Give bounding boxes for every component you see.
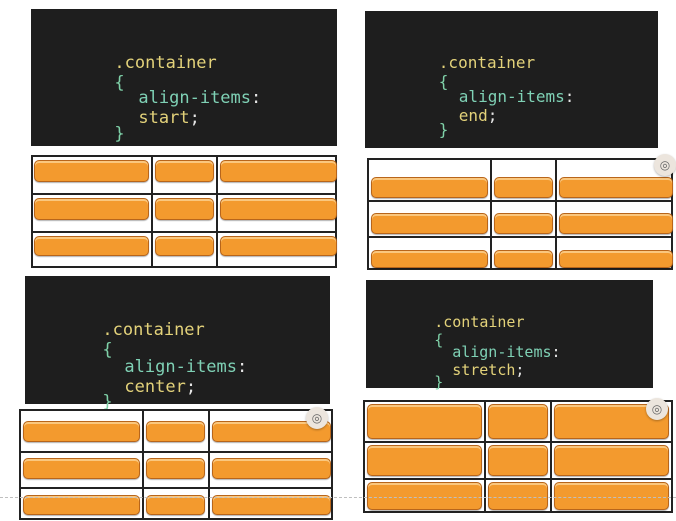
css-property: align-items	[452, 343, 552, 361]
grid-item	[34, 198, 149, 220]
css-property: align-items	[124, 357, 238, 377]
grid-item	[220, 198, 337, 220]
grid-item	[559, 250, 673, 268]
grid-item	[367, 482, 482, 510]
grid-item	[212, 421, 331, 442]
grid-item	[220, 160, 337, 182]
grid-item	[155, 198, 214, 220]
close-brace: }	[434, 373, 444, 391]
grid-item	[23, 495, 140, 515]
grid-item	[146, 495, 205, 515]
open-brace: {	[102, 340, 113, 360]
grid-item	[34, 236, 149, 256]
grid-item	[367, 445, 482, 476]
image-search-icon[interactable]: ◎	[654, 154, 676, 176]
grid-stretch	[363, 400, 673, 513]
grid-item	[488, 404, 548, 439]
grid-item	[559, 213, 673, 234]
close-brace: }	[438, 120, 449, 139]
open-brace: {	[438, 72, 449, 91]
code-block-end: .container { align-items: end; }	[365, 11, 658, 148]
open-brace: {	[114, 73, 125, 93]
css-property: align-items	[458, 87, 565, 106]
css-selector: .container	[434, 313, 525, 331]
grid-item	[155, 236, 214, 256]
code-block-start: .container { align-items: start; }	[31, 9, 337, 146]
close-brace: }	[114, 124, 125, 144]
colon: :	[551, 343, 561, 361]
grid-item	[212, 495, 331, 515]
css-value: center	[124, 377, 186, 397]
grid-item	[554, 445, 669, 476]
grid-item	[146, 421, 205, 442]
semicolon: ;	[487, 106, 498, 125]
semicolon: ;	[189, 108, 200, 128]
grid-item	[34, 160, 149, 182]
grid-item	[559, 177, 673, 198]
grid-item	[212, 458, 331, 479]
css-selector: .container	[438, 53, 536, 72]
colon: :	[237, 357, 248, 377]
grid-item	[494, 177, 553, 198]
grid-item	[488, 445, 548, 476]
image-search-icon[interactable]: ◎	[646, 398, 668, 420]
css-selector: .container	[114, 53, 217, 73]
css-value: end	[458, 106, 488, 125]
colon: :	[251, 88, 262, 108]
css-property: align-items	[138, 88, 252, 108]
css-selector: .container	[102, 320, 205, 340]
code-block-center: .container { align-items: center; }	[25, 276, 330, 412]
grid-item	[367, 404, 482, 439]
grid-item	[494, 250, 553, 268]
semicolon: ;	[515, 361, 525, 379]
grid-item	[23, 458, 140, 479]
grid-item	[494, 213, 553, 234]
grid-item	[155, 160, 214, 182]
css-value: start	[138, 108, 190, 128]
close-brace: }	[102, 392, 113, 412]
grid-item	[23, 421, 140, 442]
image-search-icon[interactable]: ◎	[306, 407, 328, 429]
grid-center	[19, 409, 333, 520]
grid-item	[554, 482, 669, 510]
grid-item	[371, 177, 488, 198]
grid-item	[488, 482, 548, 510]
grid-start	[31, 155, 337, 268]
css-value: stretch	[452, 361, 516, 379]
grid-item	[146, 458, 205, 479]
code-block-stretch: .container { align-items: stretch; }	[366, 280, 653, 391]
colon: :	[564, 87, 575, 106]
grid-item	[371, 213, 488, 234]
semicolon: ;	[185, 377, 197, 397]
open-brace: {	[434, 331, 444, 349]
grid-item	[220, 236, 337, 256]
page-divider	[0, 497, 676, 498]
grid-end	[367, 158, 673, 270]
grid-item	[371, 250, 488, 268]
